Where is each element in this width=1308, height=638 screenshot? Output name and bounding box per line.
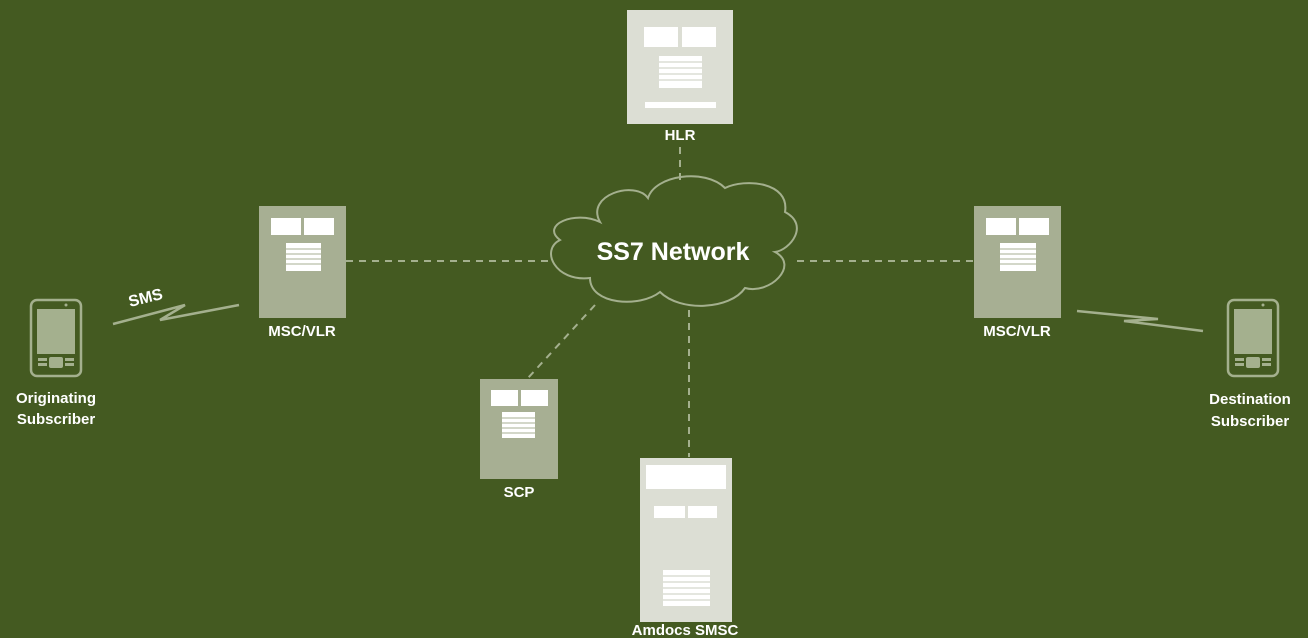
scp-label: SCP	[504, 484, 535, 501]
link-scp-network	[527, 304, 596, 379]
server-icon	[480, 379, 558, 479]
ss7-network-cloud: SS7 Network	[550, 175, 798, 307]
originating-subscriber: Originating Subscriber	[16, 298, 96, 428]
radio-link-right	[1076, 309, 1204, 333]
server-icon	[627, 10, 733, 124]
destination-subscriber: Destination Subscriber	[1209, 298, 1291, 430]
sms-label: SMS	[127, 286, 165, 311]
wireless-link-icon	[112, 303, 240, 326]
hlr-server: HLR	[627, 10, 733, 144]
radio-link-left: SMS	[112, 286, 240, 326]
mobile-phone-icon	[1226, 298, 1280, 378]
msc-vlr-right-label: MSC/VLR	[983, 323, 1051, 340]
msc-vlr-left-label: MSC/VLR	[268, 323, 336, 340]
msc-vlr-right: MSC/VLR	[974, 206, 1061, 340]
smsc-label: Amdocs SMSC	[632, 622, 739, 638]
server-icon	[640, 458, 732, 622]
originating-subscriber-line1: Originating	[16, 390, 96, 407]
mobile-phone-icon	[29, 298, 83, 378]
hlr-label: HLR	[665, 127, 696, 144]
wireless-link-icon	[1076, 309, 1204, 333]
connector-links	[346, 147, 973, 457]
server-icon	[974, 206, 1061, 318]
destination-subscriber-line2: Subscriber	[1211, 413, 1290, 430]
network-label: SS7 Network	[597, 238, 750, 266]
scp-server: SCP	[480, 379, 558, 501]
cloud-icon	[550, 175, 798, 307]
server-icon	[259, 206, 346, 318]
smsc-server: Amdocs SMSC	[632, 458, 739, 638]
destination-subscriber-line1: Destination	[1209, 391, 1291, 408]
originating-subscriber-line2: Subscriber	[17, 411, 96, 428]
msc-vlr-left: MSC/VLR	[259, 206, 346, 340]
